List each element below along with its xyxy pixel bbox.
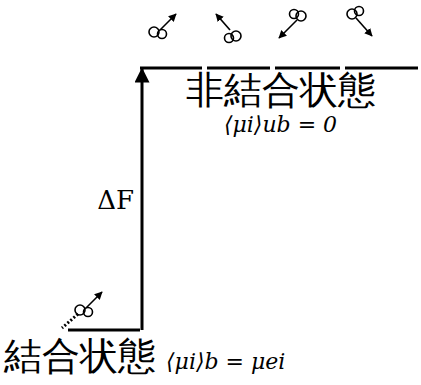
dipole-formula: ⟨μi⟩ub = 0 [224,112,337,138]
state-name: 結合状態 [4,336,156,378]
unbound-state: 非結合状態⟨μi⟩ub = 0 [140,68,421,143]
energy-arrow [141,69,144,330]
bound-level [68,329,140,332]
bound-state: 結合状態 ⟨μi⟩b = μei [0,330,421,382]
state-name: 非結合状態 [186,70,376,112]
molecule-icons [62,7,372,329]
energy-gap-label: ΔF [95,185,136,215]
dipole-formula: ⟨μi⟩b = μei [166,349,285,375]
